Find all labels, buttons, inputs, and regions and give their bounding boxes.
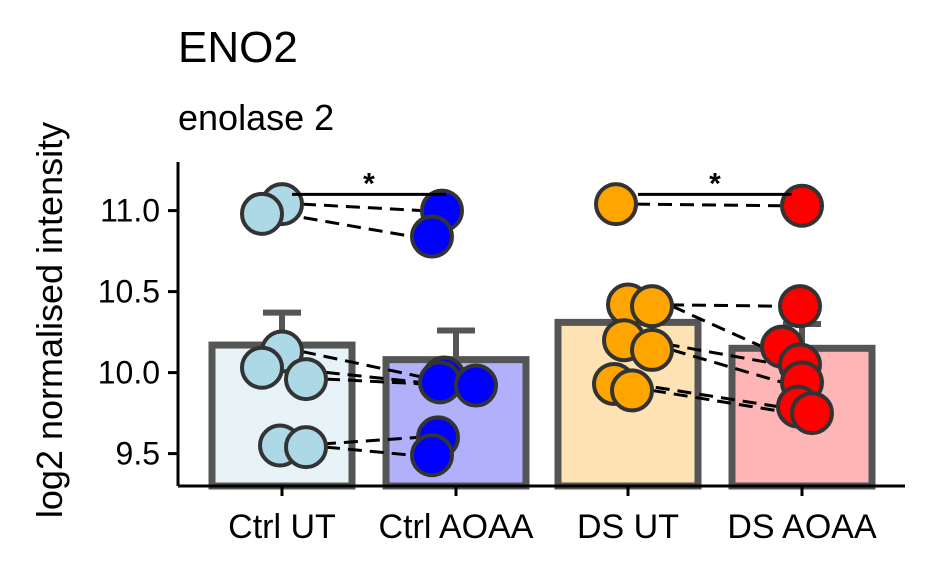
data-point-0-4 <box>284 357 328 402</box>
x-tick-label-3: DS AOAA <box>727 508 877 546</box>
y-tick-label-1: 10.0 <box>98 355 160 391</box>
paired-line-0-1 <box>281 212 413 238</box>
significance-label-0: * <box>363 167 375 200</box>
data-point-0-3 <box>240 345 284 390</box>
paired-line-0-5 <box>299 435 419 447</box>
data-point-2-4 <box>630 327 674 372</box>
y-tick-label-3: 11.0 <box>100 193 160 229</box>
data-point-2-6 <box>610 368 654 413</box>
significance-label-1: * <box>709 167 721 200</box>
y-axis-label: log2 normalised intensity <box>29 122 70 518</box>
data-point-0-6 <box>284 425 328 470</box>
paired-line-1-4 <box>671 348 783 384</box>
data-point-2-2 <box>630 284 674 329</box>
paired-line-0-0 <box>301 202 423 213</box>
chart-subtitle: enolase 2 <box>178 97 334 138</box>
data-point-0-1 <box>240 191 284 236</box>
data-point-3-6 <box>790 391 834 436</box>
data-point-3-0 <box>780 183 824 228</box>
x-tick-label-2: DS UT <box>577 508 679 546</box>
data-point-2-0 <box>594 182 638 227</box>
y-tick-label-0: 9.5 <box>116 436 160 472</box>
x-tick-label-1: Ctrl AOAA <box>379 508 534 546</box>
chart-title: ENO2 <box>178 23 298 72</box>
paired-line-1-2 <box>671 304 763 349</box>
data-point-1-3 <box>418 360 462 405</box>
data-point-1-6 <box>410 433 454 478</box>
data-point-3-1 <box>778 284 822 329</box>
y-tick-label-2: 10.5 <box>98 274 160 310</box>
paired-line-1-6 <box>651 388 793 415</box>
paired-line-0-6 <box>325 445 413 457</box>
data-point-1-1 <box>410 214 454 259</box>
data-point-1-4 <box>454 363 498 408</box>
x-tick-label-0: Ctrl UT <box>228 508 336 546</box>
paired-line-1-0 <box>635 202 783 208</box>
paired-line-1-5 <box>633 382 779 409</box>
